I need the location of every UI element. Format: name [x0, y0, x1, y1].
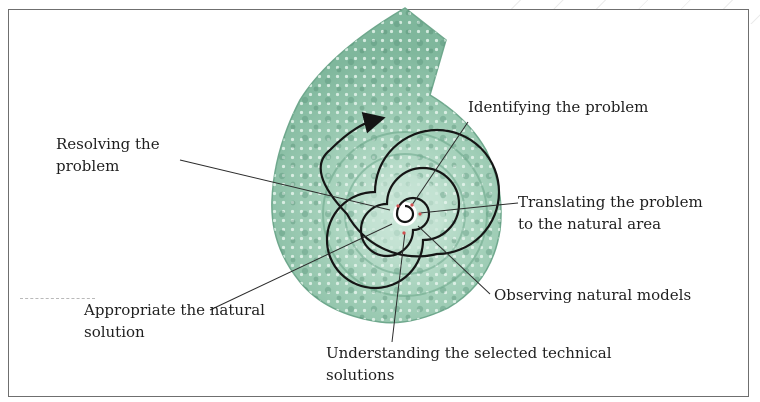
label-resolving-problem: Resolving the problem	[56, 133, 160, 177]
label-line: problem	[56, 155, 160, 177]
shell-body	[272, 8, 501, 323]
label-understanding-solutions: Understanding the selected technical sol…	[326, 342, 612, 386]
label-line: solution	[84, 321, 265, 343]
label-line: Identifying the problem	[468, 96, 648, 118]
label-line: solutions	[326, 364, 612, 386]
label-line: to the natural area	[518, 213, 703, 235]
label-line: Appropriate the natural	[84, 299, 265, 321]
label-line: Understanding the selected technical	[326, 342, 612, 364]
label-line: Observing natural models	[494, 284, 691, 306]
label-appropriate-solution: Appropriate the natural solution	[84, 299, 265, 343]
label-observing-models: Observing natural models	[494, 284, 691, 306]
label-line: Translating the problem	[518, 191, 703, 213]
label-identifying-problem: Identifying the problem	[468, 96, 648, 118]
label-line: Resolving the	[56, 133, 160, 155]
label-translating-problem: Translating the problem to the natural a…	[518, 191, 703, 235]
